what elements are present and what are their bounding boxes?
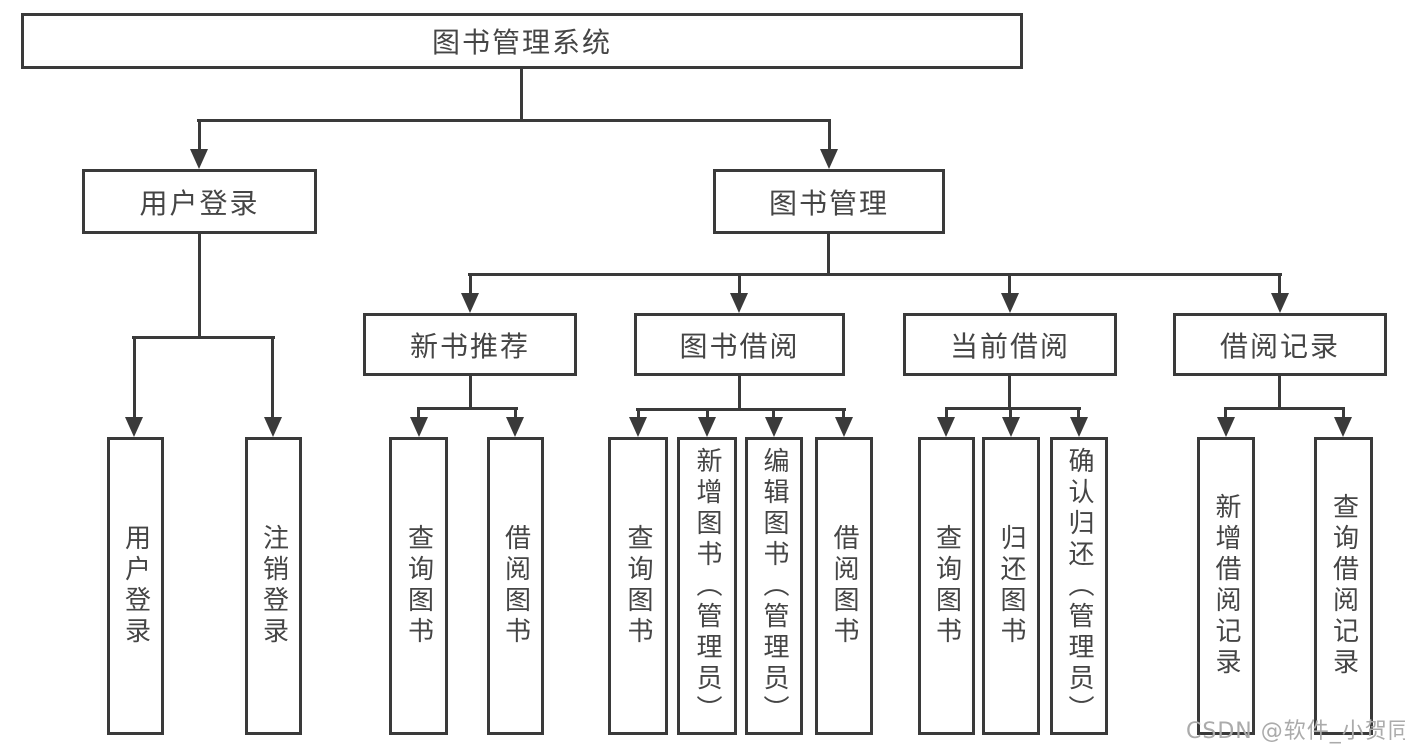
node-borrow-record: 借阅记录	[1173, 313, 1387, 376]
arrow-to-bb-borrow-icon	[835, 417, 853, 437]
connector-book-mgmt-split	[468, 273, 1282, 276]
arrow-to-leaf-login-icon	[125, 417, 143, 437]
arrow-to-rec-query-icon	[410, 417, 428, 437]
node-new-book-rec: 新书推荐	[363, 313, 577, 376]
connector-to-leaf-logout-stem	[271, 336, 274, 418]
connector-user-login-stem	[198, 234, 201, 336]
arrow-to-bb-query-icon	[629, 417, 647, 437]
connector-book-mgmt-stem	[827, 234, 830, 273]
connector-to-leaf-login-stem	[133, 336, 136, 418]
connector-to-rec-borrow-stem	[514, 407, 517, 419]
connector-new-book-rec-stem	[469, 376, 472, 407]
connector-user-login-split	[132, 336, 275, 339]
arrow-to-current-borrow-icon	[1001, 293, 1019, 313]
arrow-to-br-add-icon	[1217, 417, 1235, 437]
node-current-borrow: 当前借阅	[903, 313, 1117, 376]
connector-to-book-borrow-stem	[738, 273, 741, 295]
leaf-cb-confirm-return-label: 确认归还（管理员）	[1064, 446, 1094, 726]
node-book-borrow: 图书借阅	[634, 313, 845, 376]
node-book-mgmt: 图书管理	[713, 169, 945, 234]
node-root: 图书管理系统	[21, 13, 1023, 69]
connector-to-current-borrow-stem	[1008, 273, 1011, 295]
leaf-bb-add-books-label: 新增图书（管理员）	[692, 446, 722, 726]
leaf-br-add-record: 新增借阅记录	[1197, 437, 1255, 735]
arrow-to-borrow-record-icon	[1271, 293, 1289, 313]
connector-to-br-query-stem	[1342, 407, 1345, 419]
leaf-rec-query-books: 查询图书	[389, 437, 448, 735]
leaf-rec-query-books-label: 查询图书	[403, 524, 434, 648]
connector-to-bb-borrow-stem	[842, 408, 845, 419]
connector-to-bb-edit-stem	[772, 408, 775, 419]
arrow-to-cb-confirm-icon	[1070, 417, 1088, 437]
connector-to-new-book-rec-stem	[469, 273, 472, 295]
node-user-login: 用户登录	[82, 169, 317, 234]
leaf-bb-edit-books-label: 编辑图书（管理员）	[759, 446, 789, 726]
connector-root-stem	[520, 69, 523, 119]
leaf-bb-query-books: 查询图书	[608, 437, 668, 735]
connector-to-bb-add-stem	[706, 408, 709, 419]
connector-to-bb-query-stem	[637, 408, 640, 419]
arrow-to-bb-add-icon	[698, 417, 716, 437]
leaf-bb-borrow-books: 借阅图书	[815, 437, 873, 735]
leaf-user-login: 用户登录	[107, 437, 164, 735]
connector-to-book-mgmt-stem	[828, 119, 831, 150]
arrow-to-bb-edit-icon	[765, 417, 783, 437]
connector-to-user-login-stem	[198, 119, 201, 150]
arrow-to-new-book-rec-icon	[461, 293, 479, 313]
arrow-to-book-mgmt-icon	[820, 149, 838, 169]
leaf-br-query-record: 查询借阅记录	[1314, 437, 1373, 735]
connector-to-cb-return-stem	[1009, 407, 1012, 419]
leaf-rec-borrow-books: 借阅图书	[487, 437, 544, 735]
connector-to-br-add-stem	[1224, 407, 1227, 419]
leaf-br-add-record-label: 新增借阅记录	[1211, 493, 1241, 679]
arrow-to-br-query-icon	[1334, 417, 1352, 437]
leaf-br-query-record-label: 查询借阅记录	[1328, 493, 1359, 679]
connector-root-split	[197, 119, 831, 122]
leaf-bb-borrow-books-label: 借阅图书	[829, 524, 859, 648]
arrow-to-leaf-logout-icon	[264, 417, 282, 437]
leaf-logout-label: 注销登录	[258, 524, 289, 648]
connector-to-rec-query-stem	[417, 407, 420, 419]
connector-to-cb-confirm-stem	[1077, 407, 1080, 419]
arrow-to-rec-borrow-icon	[506, 417, 524, 437]
leaf-cb-return-books: 归还图书	[982, 437, 1040, 735]
connector-to-borrow-record-stem	[1278, 273, 1281, 295]
leaf-user-login-label: 用户登录	[120, 524, 151, 648]
csdn-watermark: CSDN @软件_小贺同学	[1186, 719, 1405, 744]
arrow-to-cb-return-icon	[1002, 417, 1020, 437]
arrow-to-book-borrow-icon	[730, 293, 748, 313]
connector-borrow-record-split	[1224, 407, 1345, 410]
leaf-cb-return-books-label: 归还图书	[996, 524, 1026, 648]
connector-current-borrow-split	[945, 407, 1081, 410]
arrow-to-cb-query-icon	[937, 417, 955, 437]
leaf-cb-query-books-label: 查询图书	[931, 524, 962, 648]
leaf-cb-confirm-return: 确认归还（管理员）	[1050, 437, 1108, 735]
leaf-rec-borrow-books-label: 借阅图书	[500, 524, 531, 648]
connector-new-book-rec-split	[417, 407, 518, 410]
leaf-bb-edit-books: 编辑图书（管理员）	[745, 437, 803, 735]
leaf-logout: 注销登录	[245, 437, 302, 735]
leaf-bb-add-books: 新增图书（管理员）	[677, 437, 737, 735]
leaf-bb-query-books-label: 查询图书	[623, 524, 653, 648]
arrow-to-user-login-icon	[190, 149, 208, 169]
connector-borrow-record-stem	[1278, 376, 1281, 407]
connector-to-cb-query-stem	[945, 407, 948, 419]
connector-book-borrow-split	[636, 408, 846, 411]
connector-book-borrow-stem	[738, 376, 741, 408]
connector-current-borrow-stem	[1008, 376, 1011, 407]
leaf-cb-query-books: 查询图书	[918, 437, 975, 735]
